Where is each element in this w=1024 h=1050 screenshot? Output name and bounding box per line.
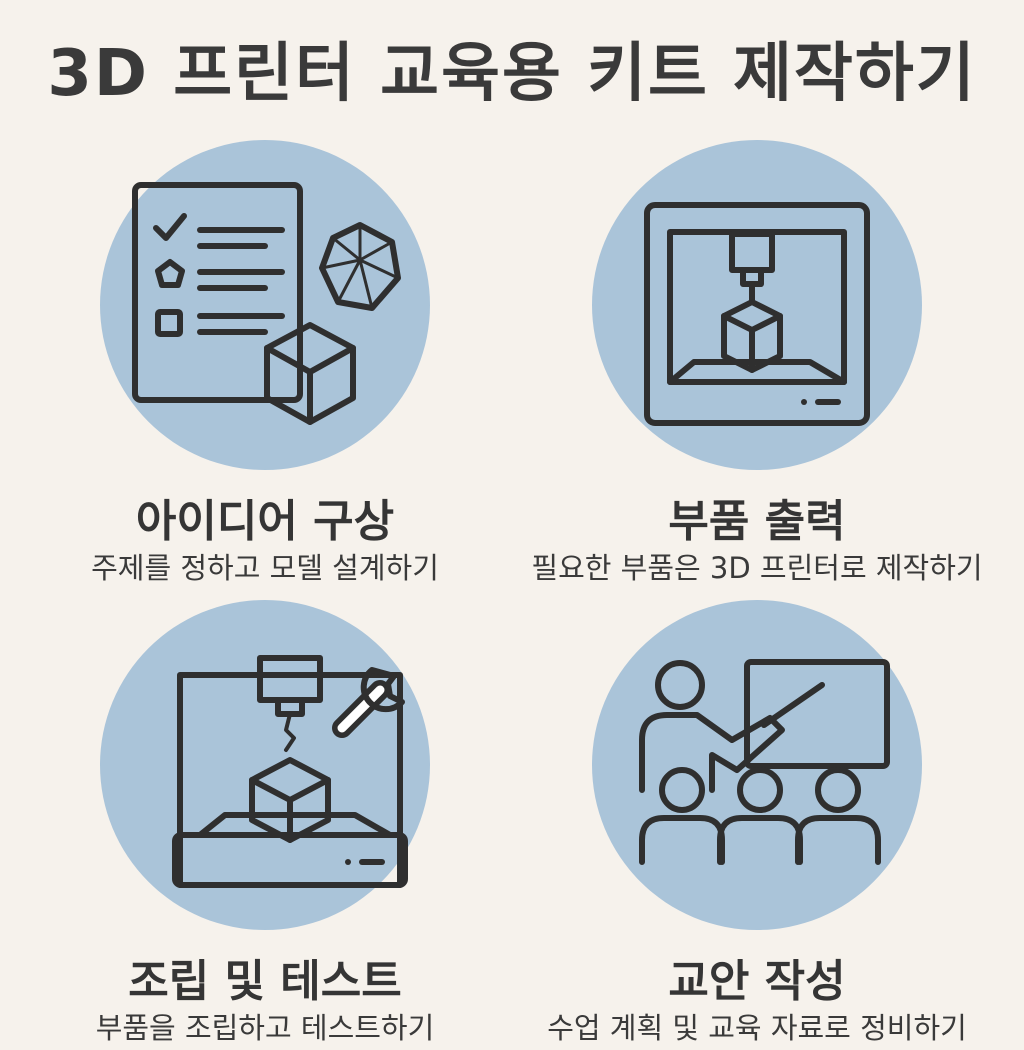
step-heading: 조립 및 테스트 <box>128 956 402 1007</box>
step-heading: 부품 출력 <box>668 496 846 547</box>
step-lesson-plan: 교안 작성 수업 계획 및 교육 자료로 정비하기 <box>517 600 997 1050</box>
page-title: 3D 프린터 교육용 키트 제작하기 <box>47 37 977 111</box>
step-assembly-test: 조립 및 테스트 부품을 조립하고 테스트하기 <box>25 600 505 1050</box>
wrench-icon <box>332 667 405 738</box>
step-description: 부품을 조립하고 테스트하기 <box>95 1011 435 1045</box>
printer-wrench-icon <box>172 655 408 888</box>
step-idea: 아이디어 구상 주제를 정하고 모델 설계하기 <box>25 140 505 590</box>
checklist-cube-icon <box>132 182 401 425</box>
step-heading: 아이디어 구상 <box>135 496 395 547</box>
students-icon <box>639 767 881 865</box>
teacher-classroom-icon <box>639 659 890 865</box>
step-description: 필요한 부품은 3D 프린터로 제작하기 <box>531 551 983 585</box>
step-print-parts: 부품 출력 필요한 부품은 3D 프린터로 제작하기 <box>517 140 997 590</box>
step-heading: 교안 작성 <box>668 956 846 1007</box>
3d-printer-icon <box>644 202 870 426</box>
step-description: 주제를 정하고 모델 설계하기 <box>91 551 439 585</box>
step-description: 수업 계획 및 교육 자료로 정비하기 <box>547 1011 967 1045</box>
